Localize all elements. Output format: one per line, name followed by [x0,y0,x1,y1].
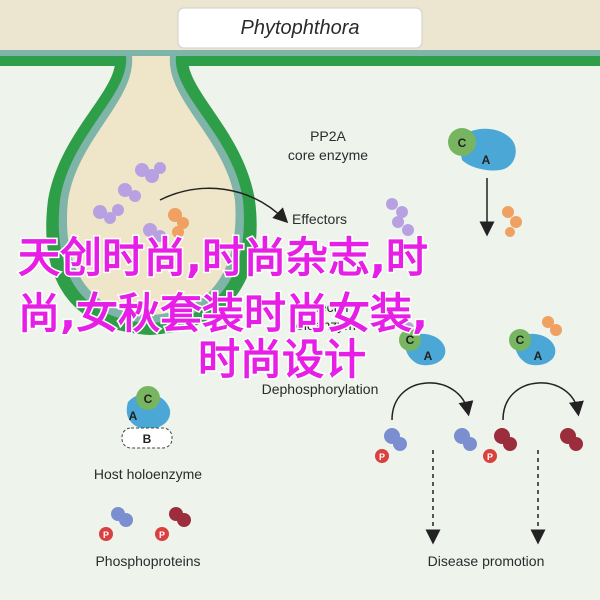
dephosphorylation-arrow-left [391,382,474,421]
subunit-a-label: A [424,349,433,363]
core-enzyme-label: core enzyme [288,147,368,163]
disease-promotion-label: Disease promotion [428,553,545,569]
host-membrane-top [0,56,600,66]
subunit-c-label: C [406,333,415,347]
haustorium [66,56,236,315]
dephosphorylation-label: Dephosphorylation [262,381,379,397]
effector-cluster-orange [168,208,189,238]
phospho-p-label: P [487,452,493,462]
phospho-protein-blue-left: P [375,428,407,463]
protein-blue-dephosphorylated [454,428,477,451]
watermark-line-1: 天创时尚,时尚杂志,时 [18,233,428,282]
subunit-a-label: A [129,409,138,423]
effector-right-purple [386,198,414,236]
pathogen-membrane [0,50,600,56]
phospho-p-label: P [159,530,165,540]
host-holoenzyme: C A B [121,386,173,449]
subunit-c-label: C [144,392,153,406]
pp2a-core-enzyme: C A [448,128,516,171]
effectors-arrow [159,187,289,224]
effector-holoenzyme-label-2: holoenzyme [288,317,364,333]
phospho-protein-red-left: P [483,428,517,463]
subunit-b-label: B [143,432,152,446]
diagram-title: Phytophthora [241,17,360,39]
phospho-p-label: P [103,530,109,540]
phospho-p-label: P [379,452,385,462]
subunit-c-label: C [516,333,525,347]
watermark-line-2: 尚,女秋套装时尚女装, [18,289,428,338]
title-box [177,7,423,49]
effector-holoenzyme-left: C A [394,314,446,366]
watermark-line-3: 时尚设计 [198,335,366,384]
subunit-a-label: A [482,153,491,167]
effectors-label: Effectors [292,211,347,227]
phosphoprotein-red: P [155,507,191,541]
pp2a-label: PP2A [310,128,346,144]
subunit-a-label: A [534,349,543,363]
subunit-c-label: C [458,136,467,150]
protein-red-dephosphorylated [560,428,583,451]
effector-holoenzyme-right: C A [509,316,562,366]
phosphoproteins-label: Phosphoproteins [95,553,200,569]
host-holoenzyme-label: Host holoenzyme [94,466,202,482]
effector-right-orange [502,206,522,237]
phosphoprotein-blue: P [99,507,133,541]
dephosphorylation-arrow-right [502,382,584,421]
effector-cluster-purple [93,162,166,242]
effector-holoenzyme-label-1: Effector [302,299,350,315]
